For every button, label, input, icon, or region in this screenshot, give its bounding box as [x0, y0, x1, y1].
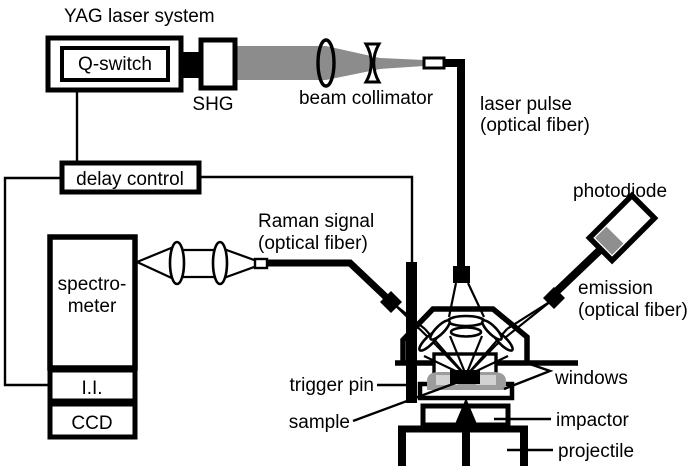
raman-fiber-coupler: [253, 257, 269, 270]
chamber-lens-icon: [449, 326, 483, 338]
chamber-lens-icon: [446, 314, 486, 328]
projectile-label: projectile: [558, 441, 634, 462]
photodiode-body: [585, 191, 659, 265]
relay-cone-line: [136, 244, 177, 264]
laser-beam: [235, 46, 424, 80]
laser-shg-connector: [180, 52, 202, 78]
laser-cone-line: [448, 335, 468, 376]
image-intensifier-label: I.I.: [81, 378, 102, 399]
spectrometer-label-1: spectro-: [58, 274, 127, 295]
photodiode-sensor: [595, 226, 624, 255]
relay-cone-line: [220, 246, 258, 263]
laser-pulse-label-2: (optical fiber): [480, 115, 590, 136]
photodiode-case: [585, 191, 659, 265]
title: YAG laser system: [64, 6, 215, 27]
window-right: [476, 375, 496, 385]
image-intensifier-box: [47, 367, 138, 404]
windows-label: windows: [554, 368, 628, 389]
impactor-label: impactor: [556, 410, 630, 431]
ccd-box: [47, 401, 138, 440]
leader-sample: [352, 379, 462, 423]
fiber-connector-left: [380, 291, 402, 313]
fiber-coupler: [422, 56, 446, 70]
beam-collimator-label: beam collimator: [299, 88, 434, 109]
raman-signal-label-2: (optical fiber): [258, 233, 368, 254]
relay-lens-icon: [211, 240, 229, 286]
emission-fiber: [553, 247, 603, 295]
laser-cone-line: [464, 335, 484, 376]
spectrometer-label-2: meter: [68, 296, 117, 317]
delay-to-trigger-line: [199, 175, 414, 264]
sample-block: [450, 370, 480, 384]
collimating-lens-icon: [316, 38, 336, 88]
laser-pulse-label-1: laser pulse: [480, 94, 572, 115]
sample-label: sample: [289, 412, 350, 433]
q-switch-label: Q-switch: [78, 54, 152, 75]
leader-windows: [503, 360, 554, 391]
q-switch-box: [60, 46, 170, 82]
chamber-lens-icon: [429, 319, 451, 341]
emission-label-1: emission: [578, 278, 653, 299]
laser-pulse-fiber: [444, 59, 465, 268]
delay-control-label: delay control: [76, 169, 184, 190]
photodiode-label: photodiode: [573, 181, 667, 202]
shg-label: SHG: [192, 94, 233, 115]
delay-control-box: [59, 160, 202, 195]
raman-signal-label-1: Raman signal: [258, 211, 374, 232]
shg-box: [198, 37, 238, 91]
delay-to-ii-line: [3, 176, 62, 387]
laser-cone-line: [467, 282, 485, 318]
raman-signal-fiber: [267, 259, 391, 302]
ccd-label: CCD: [71, 413, 112, 434]
laser-fiber-connector: [453, 266, 470, 283]
trigger-pin-label: trigger pin: [290, 375, 375, 396]
emission-label-2: (optical fiber): [578, 300, 688, 321]
chamber-lens-icon: [481, 319, 503, 341]
laser-cone-line: [447, 282, 458, 318]
relay-cone-line: [136, 261, 177, 281]
relay-cone-line: [220, 264, 258, 281]
impact-arrow-icon: [455, 398, 477, 424]
relay-lens-icon: [168, 240, 186, 286]
diverging-lens-icon: [363, 42, 382, 84]
window-left: [436, 375, 458, 385]
